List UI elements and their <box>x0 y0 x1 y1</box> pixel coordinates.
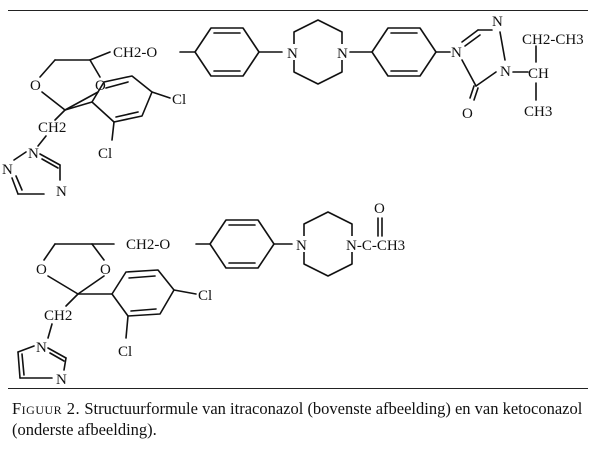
itra-triazolone-bond-e <box>461 59 477 87</box>
keto-dioxolane-bond-lower-right <box>77 275 105 295</box>
keto-piperazine <box>303 211 353 277</box>
keto-dioxolane-bond-left <box>43 243 56 261</box>
itra-triazole-n-link: N <box>28 146 39 162</box>
itra-ring-oxygen-right: O <box>95 78 106 94</box>
ketoconazol-structure: O O CH2-O N N-C-CH3 O Cl <box>17 201 434 388</box>
keto-imidazole-bond-d <box>47 347 67 359</box>
itra-triazole-bond-a <box>13 151 27 161</box>
itra-piperazine <box>293 19 343 85</box>
keto-chlorine-ortho: Cl <box>118 344 132 360</box>
itra-methyl-label: CH3 <box>524 104 552 120</box>
itra-dichlorophenyl-db2 <box>115 111 139 118</box>
keto-imidazole-bond-e <box>63 357 67 371</box>
itra-carbonyl-bond-2 <box>473 87 479 101</box>
itra-carbonyl-bond-1 <box>469 85 475 99</box>
keto-imidazole-n-link: N <box>36 340 47 356</box>
itra-chlorine-para: Cl <box>172 92 186 108</box>
keto-bond-ch2-n <box>47 323 53 339</box>
itra-piperazine-n-left: N <box>287 46 298 62</box>
keto-dioxolane-bond-right <box>91 243 105 261</box>
structural-formulas: O O CH2-O N N N <box>2 14 584 388</box>
keto-bond-aryl-cl-ortho <box>125 315 129 339</box>
itra-triazolone-bond-d <box>475 71 497 87</box>
keto-bond-aryl-cl-para <box>173 289 197 295</box>
itra-ethyl-label: CH2-CH3 <box>522 32 584 48</box>
itra-dichlorophenyl-db1 <box>105 81 129 89</box>
itra-dioxolane-bond-right <box>89 59 101 78</box>
keto-imidazole-n-right: N <box>56 372 67 388</box>
itra-bond-aryl-cl-ortho <box>111 121 115 141</box>
keto-ch2o-label: CH2-O <box>126 237 170 253</box>
itra-triazole-n-right: N <box>56 184 67 200</box>
bottom-rule <box>8 388 588 389</box>
itra-triazole-bond-b <box>11 177 19 195</box>
itra-chlorine-ortho: Cl <box>98 146 112 162</box>
keto-imidazole-bond-d2 <box>49 352 65 362</box>
itra-triazole-bond-d2 <box>41 158 59 169</box>
itra-bond-ch2-n <box>37 135 47 147</box>
itra-triazolone-n-top: N <box>492 14 503 30</box>
keto-acyl-label: N-C-CH3 <box>346 238 405 254</box>
itra-ch-label: CH <box>528 66 549 82</box>
itra-triazolone-n-bottom: N <box>500 64 511 80</box>
itra-triazolone-bond-a2 <box>464 34 481 47</box>
itra-triazole-bond-d <box>39 153 61 166</box>
itra-bond-ketal-ch2 <box>54 109 66 121</box>
keto-piperazine-n-left: N <box>296 238 307 254</box>
keto-chlorine-para: Cl <box>198 288 212 304</box>
figure-caption: Figuur 2. Structuurformule van itraconaz… <box>12 398 587 440</box>
caption-label: Figuur 2. <box>12 399 81 418</box>
keto-ring-oxygen-right: O <box>100 262 111 278</box>
itra-phenyl-1 <box>194 27 260 77</box>
itra-dioxolane-bond-left <box>39 59 56 78</box>
itra-ring-oxygen-left: O <box>30 78 41 94</box>
itra-dioxolane-bond-lower-left <box>41 91 66 111</box>
itra-triazole-bond-b2 <box>15 175 23 191</box>
keto-imidazole-bond-b <box>17 351 21 379</box>
keto-imidazole-bond-b2 <box>21 353 25 376</box>
keto-dioxolane-bond-lower-left <box>47 275 79 295</box>
top-rule <box>8 10 588 11</box>
itra-bond-ch2o <box>89 51 111 61</box>
itra-triazolone-bond-a <box>461 29 479 43</box>
itra-ch2-label: CH2 <box>38 120 66 136</box>
itra-carbonyl-oxygen: O <box>462 106 473 122</box>
keto-dichlorophenyl-db1 <box>128 275 156 279</box>
itra-phenyl-2 <box>371 27 437 77</box>
itraconazol-structure: O O CH2-O N N N <box>2 14 584 200</box>
keto-ring-oxygen-left: O <box>36 262 47 278</box>
itra-dioxolane-bond-lower-right <box>64 91 99 111</box>
itra-bond-aryl-cl-para <box>151 91 171 99</box>
itra-triazolone-n-left: N <box>451 45 462 61</box>
itra-bond-ketal-aryl <box>64 101 93 111</box>
keto-bond-ketal-ch2 <box>65 293 79 307</box>
itra-triazolone-bond-c <box>499 31 506 61</box>
itra-ch2o-label: CH2-O <box>113 45 157 61</box>
itra-triazole-n-left: N <box>2 162 13 178</box>
itra-piperazine-n-right: N <box>337 46 348 62</box>
keto-phenyl <box>209 219 275 269</box>
keto-carbonyl-oxygen: O <box>374 201 385 217</box>
caption-text: Structuurformule van itraconazol (bovens… <box>12 399 583 439</box>
keto-imidazole-bond-a <box>17 345 35 353</box>
keto-dichlorophenyl-db2 <box>130 308 157 312</box>
keto-ch2-label: CH2 <box>44 308 72 324</box>
